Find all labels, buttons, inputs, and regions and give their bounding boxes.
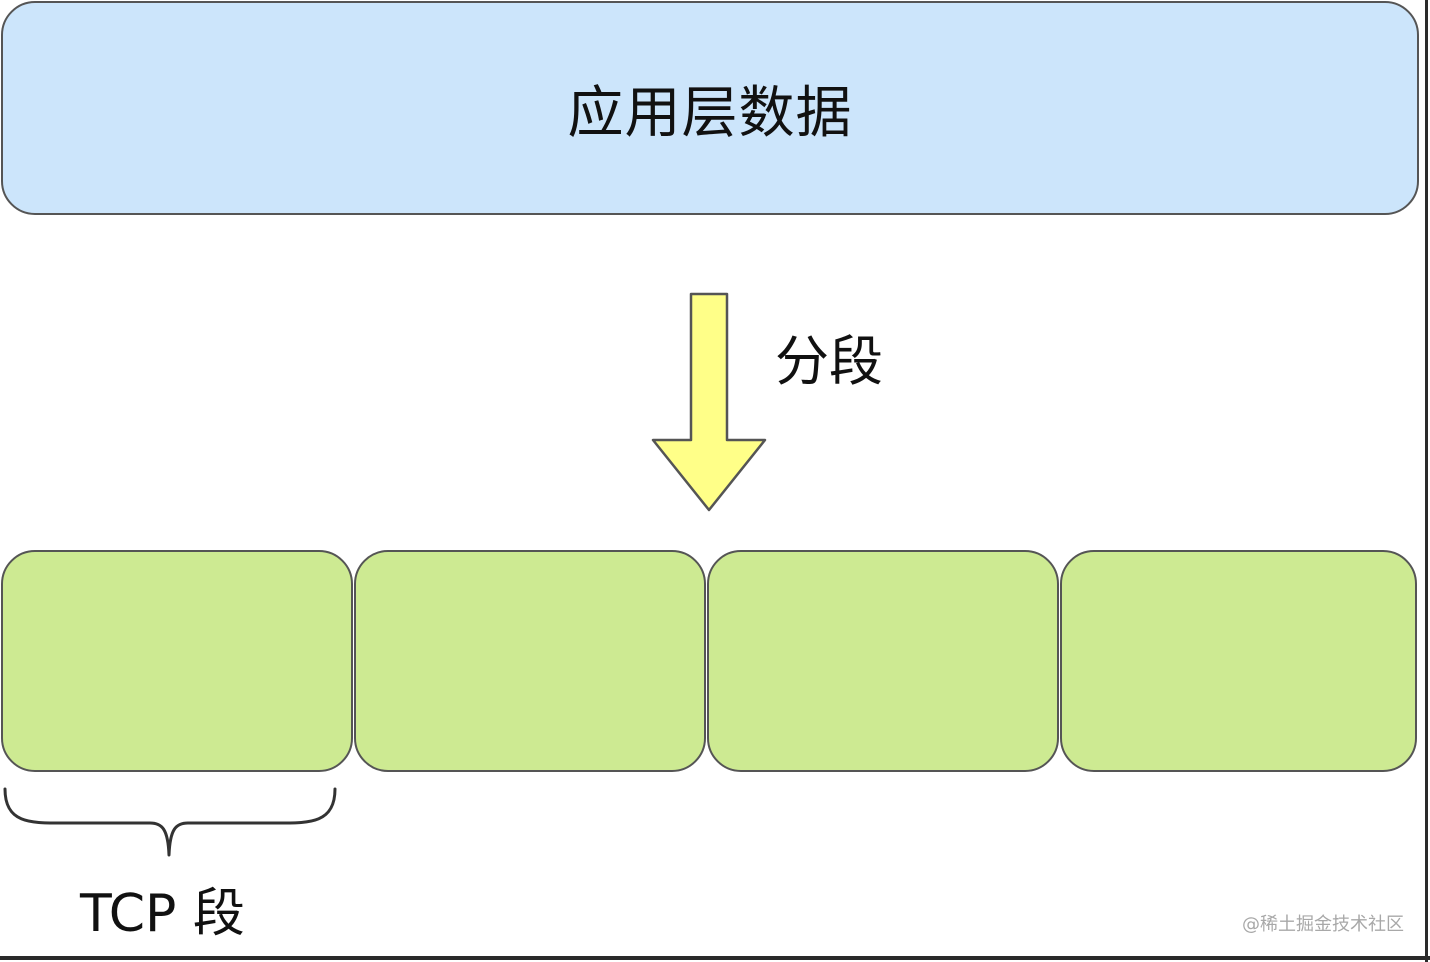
- frame-bottom-edge: [0, 956, 1430, 960]
- tcp-segment-label: TCP 段: [80, 884, 245, 944]
- tcp-segment-2: [354, 550, 706, 772]
- segmentation-label: 分段: [775, 330, 883, 393]
- down-arrow-icon: [651, 292, 767, 512]
- application-data-label: 应用层数据: [567, 80, 853, 146]
- tcp-segment-1: [1, 550, 353, 772]
- application-data-block: 应用层数据: [1, 1, 1419, 215]
- tcp-segment-4: [1060, 550, 1417, 772]
- watermark: @稀土掘金技术社区: [1242, 914, 1404, 935]
- tcp-segment-3: [707, 550, 1059, 772]
- curly-brace-icon: [3, 787, 337, 857]
- frame-right-edge: [1425, 0, 1428, 962]
